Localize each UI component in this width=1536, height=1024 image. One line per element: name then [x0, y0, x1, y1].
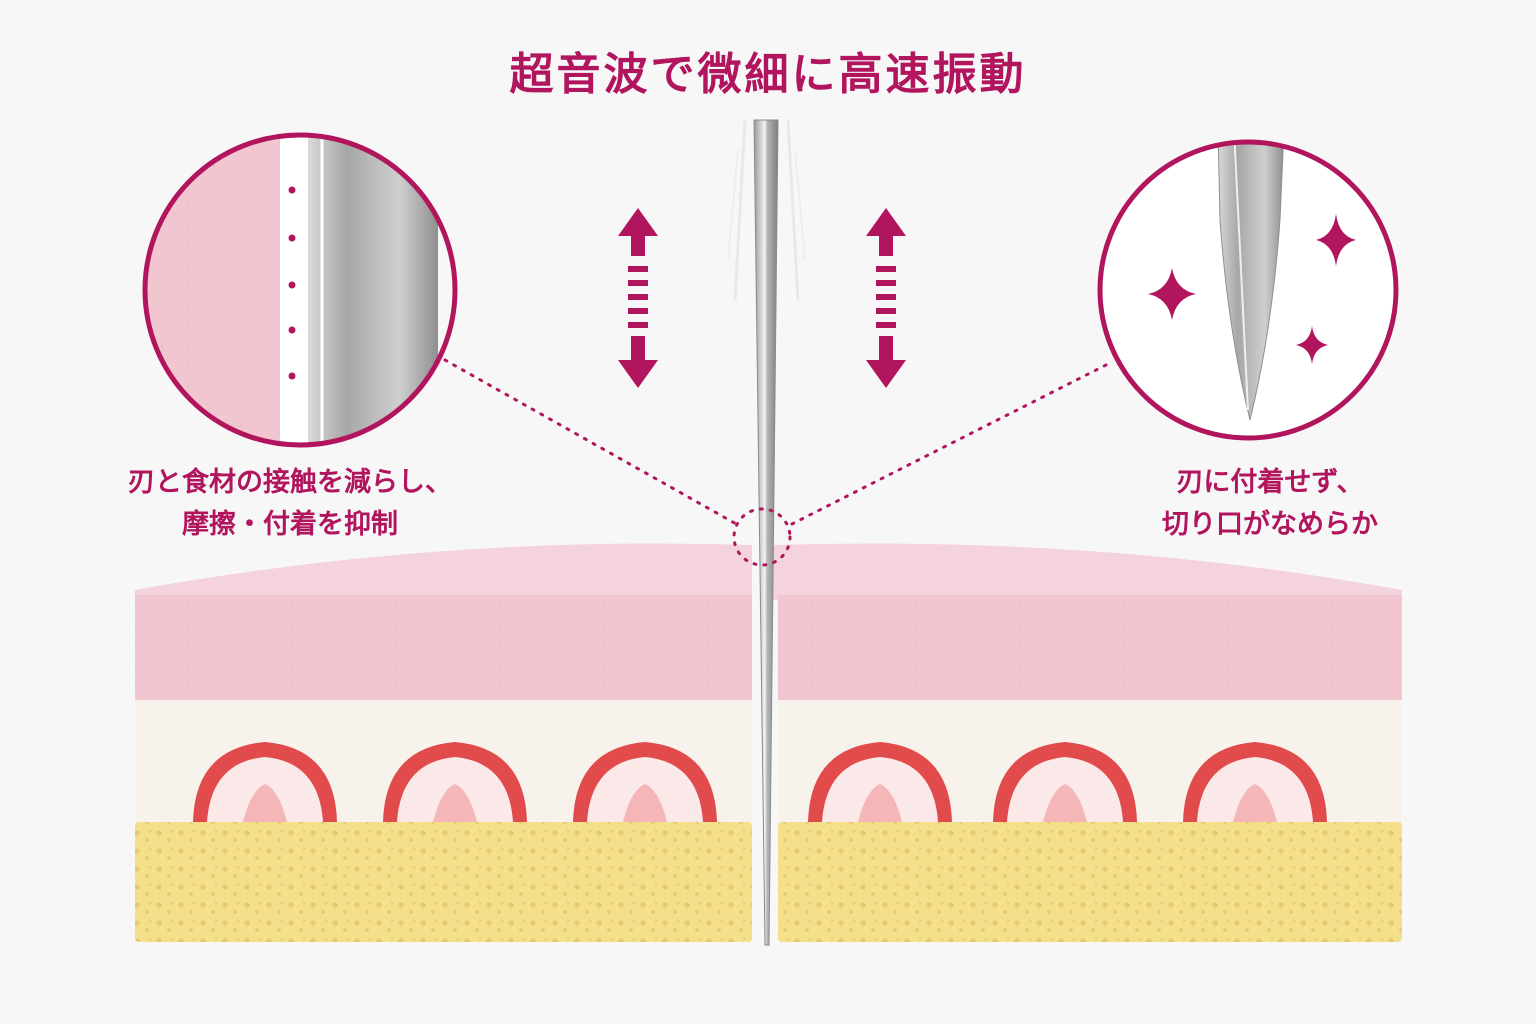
magnifier-left [142, 132, 458, 448]
left-caption-line2: 摩擦・付着を抑制 [182, 509, 398, 540]
arrow-dash [876, 280, 896, 286]
sparkle-icon [1148, 268, 1196, 320]
left-caption-line1: 刃と食材の接触を減らし、 [128, 467, 452, 498]
left-caption: 刃と食材の接触を減らし、 摩擦・付着を抑制 [100, 462, 480, 546]
arrow-dash [628, 266, 648, 272]
arrow-dash [628, 322, 648, 328]
arrow-shaft [631, 236, 645, 256]
vibration-rays [727, 119, 806, 301]
mousse-layer [778, 595, 1402, 700]
sponge-layer [778, 822, 1402, 942]
strawberries [193, 742, 1327, 822]
up-down-arrow-icon [866, 208, 906, 388]
arrow-dash [876, 266, 896, 272]
sponge-layer [135, 822, 752, 942]
right-caption-line1: 刃に付着せず、 [1176, 467, 1364, 498]
callout-lines [443, 358, 1108, 567]
air-gap-dots [288, 186, 296, 380]
gap-dot [288, 234, 296, 242]
arrow-dash [876, 322, 896, 328]
sparkle-icon [1316, 214, 1356, 266]
mousse-layer [135, 595, 752, 700]
right-caption-line2: 切り口がなめらか [1162, 509, 1378, 540]
gap-dot [288, 186, 296, 194]
strawberry-slice [1183, 742, 1327, 822]
page-title: 超音波で微細に高速振動 [509, 49, 1027, 100]
up-down-arrow-icon [618, 208, 658, 388]
cake-top-surface [135, 543, 752, 600]
cake-top-surface-right [772, 543, 1402, 600]
strawberry-slice [993, 742, 1137, 822]
gap-dot [288, 281, 296, 289]
arrow-dash [628, 308, 648, 314]
gap-dot [288, 326, 296, 334]
sparkle-icon [1296, 326, 1328, 364]
strawberry-slice [193, 742, 337, 822]
arrow-dash [876, 294, 896, 300]
knife-tip-icon [1217, 142, 1285, 421]
arrow-shaft [879, 236, 893, 256]
arrow-dash [628, 294, 648, 300]
knife-blade-icon [753, 119, 779, 946]
arrow-head-down [618, 360, 658, 388]
strawberry-slice [808, 742, 952, 822]
arrow-dash [628, 280, 648, 286]
arrow-shaft [631, 336, 645, 360]
strawberry-slice [573, 742, 717, 822]
magnifier-right [1097, 139, 1399, 441]
gap-dot [288, 372, 296, 380]
arrow-dash [876, 308, 896, 314]
arrow-head-down [866, 360, 906, 388]
strawberry-slice [383, 742, 527, 822]
arrow-head-up [618, 208, 658, 236]
right-caption: 刃に付着せず、 切り口がなめらか [1120, 462, 1420, 546]
arrow-shaft [879, 336, 893, 360]
arrow-head-up [866, 208, 906, 236]
